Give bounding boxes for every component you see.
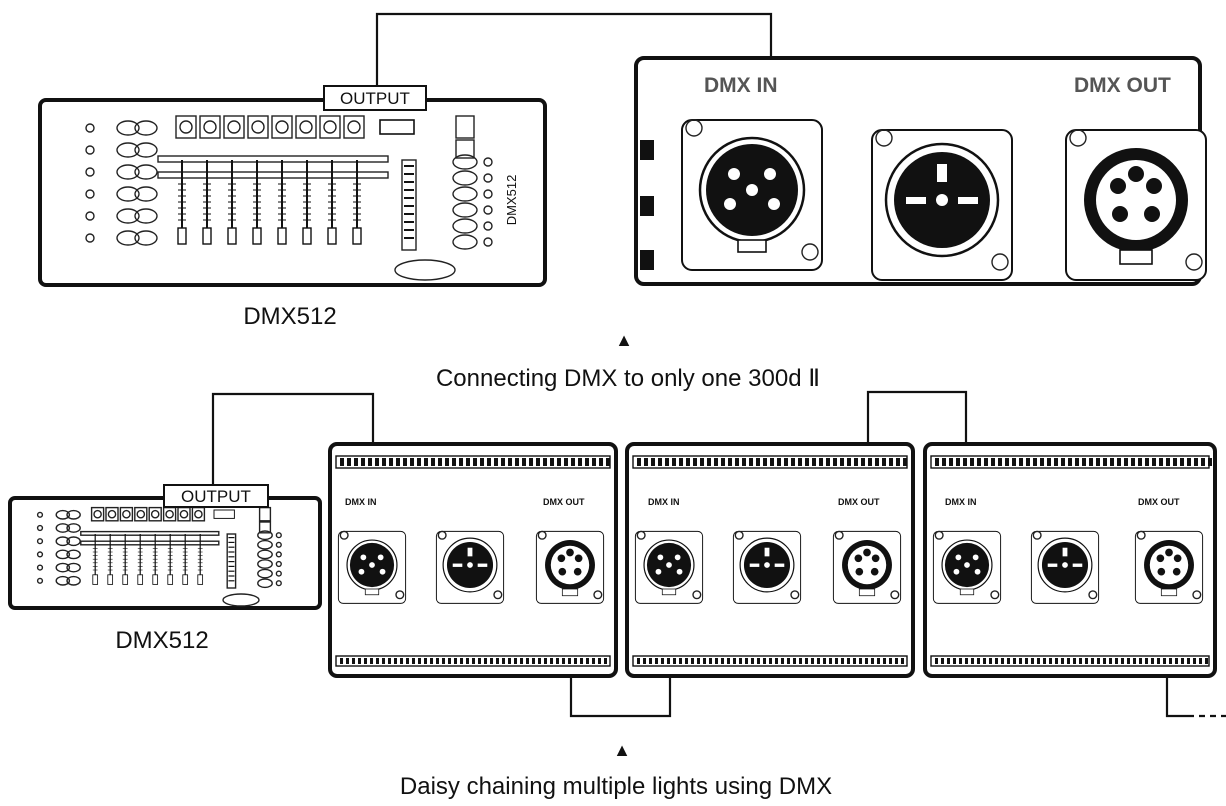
top-middle-connector xyxy=(871,129,1013,281)
bottom-caption-marker: ▲ xyxy=(613,740,631,760)
top-caption-marker: ▲ xyxy=(615,330,633,350)
top-dmx-out-connector xyxy=(1065,129,1207,281)
fixture-2-dmx-in-label: DMX IN xyxy=(648,497,680,507)
fixture-1-dmx-in-label: DMX IN xyxy=(345,497,377,507)
top-dmx-in-label: DMX IN xyxy=(704,74,778,97)
fixture-3-dmx-out-label: DMX OUT xyxy=(1138,497,1180,507)
fixture-3-in-connector xyxy=(932,530,1002,604)
fixture-3-dmx-in-label: DMX IN xyxy=(945,497,977,507)
fixture-2-middle-connector xyxy=(732,530,802,604)
fixture-1-dmx-out-label: DMX OUT xyxy=(543,497,585,507)
fixture-1-out-connector xyxy=(535,530,605,604)
top-caption: Connecting DMX to only one 300d Ⅱ xyxy=(436,365,820,392)
bottom-caption: Daisy chaining multiple lights using DMX xyxy=(400,773,832,800)
fixture-3-out-connector xyxy=(1134,530,1204,604)
fixture-2-out-connector xyxy=(832,530,902,604)
top-output-badge: OUTPUT xyxy=(323,85,427,111)
fixture-2-in-connector xyxy=(634,530,704,604)
fixture-2-dmx-out-label: DMX OUT xyxy=(838,497,880,507)
top-controller-display xyxy=(379,119,415,135)
top-fixture-panel: DMX IN DMX OUT xyxy=(634,56,1207,286)
bottom-output-badge: OUTPUT xyxy=(163,484,269,508)
bottom-controller-display xyxy=(213,509,235,519)
top-controller-label: DMX512 xyxy=(243,303,336,330)
top-controller xyxy=(38,98,547,287)
fixture-1-middle-connector xyxy=(435,530,505,604)
top-dmx-in-connector xyxy=(681,119,823,271)
top-dmx-out-label: DMX OUT xyxy=(1074,74,1171,97)
fixture-3-middle-connector xyxy=(1030,530,1100,604)
bottom-fixtures: DMX IN DMX OUT DMX IN DMX OUT DMX IN DMX… xyxy=(328,442,1217,678)
fixture-1-in-connector xyxy=(337,530,407,604)
bottom-controller-label: DMX512 xyxy=(115,627,208,654)
bottom-output-label: OUTPUT xyxy=(181,487,251,506)
top-output-label: OUTPUT xyxy=(340,89,410,108)
top-controller-side-text: DMX512 xyxy=(504,175,519,226)
bottom-controller xyxy=(8,496,322,610)
